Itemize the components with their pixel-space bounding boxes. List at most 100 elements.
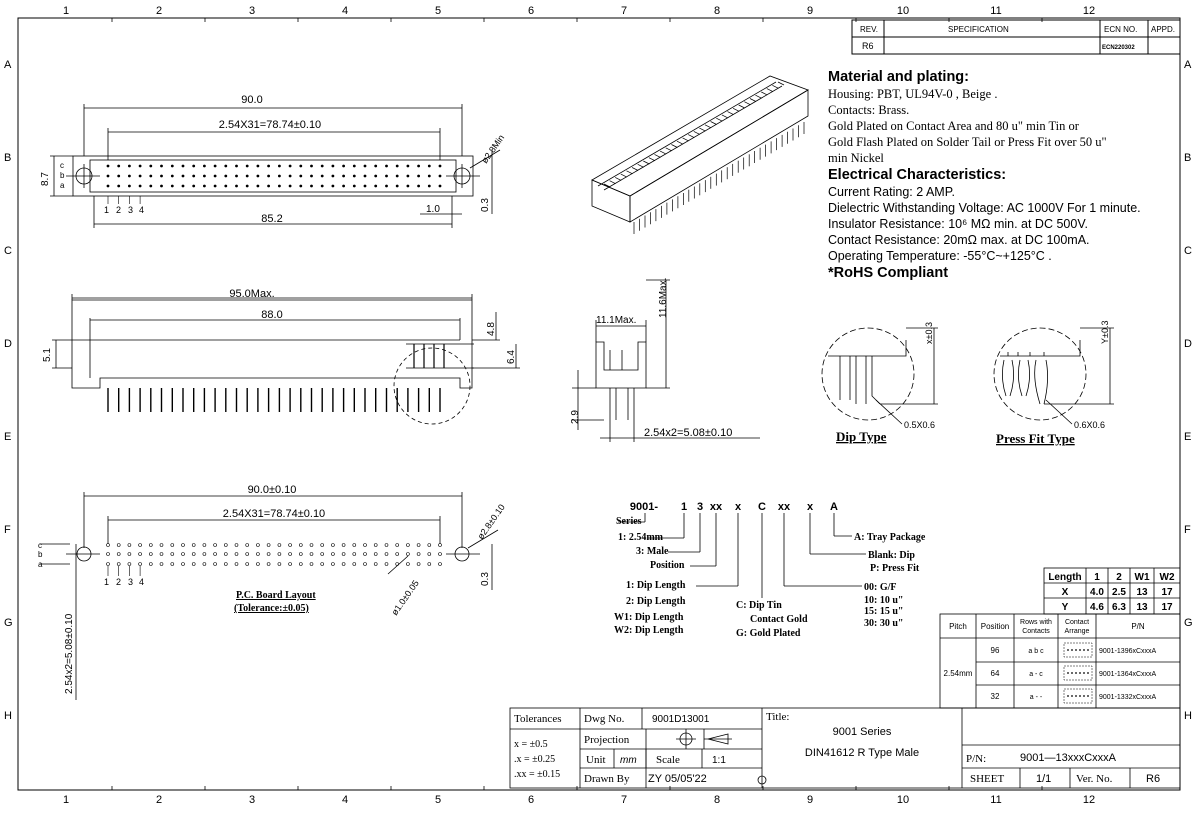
pin-dot xyxy=(288,184,292,188)
pcb-hole xyxy=(438,543,442,547)
pcb-hole xyxy=(363,543,367,547)
pcb-hole-grid xyxy=(106,543,442,576)
iso-contact xyxy=(732,107,740,112)
order-code-part: x xyxy=(735,501,742,513)
order-code-part: 3 xyxy=(697,501,703,513)
pcb-row-b: b xyxy=(38,550,43,559)
dim-end-tail: 2.9 xyxy=(570,410,581,424)
pin-dot xyxy=(181,174,185,178)
frame-col-label: 7 xyxy=(621,5,627,17)
length-cell: 2.5 xyxy=(1112,587,1126,598)
pn-rows: a b c xyxy=(1028,648,1044,655)
pcb-hole xyxy=(331,562,335,566)
iso-contact xyxy=(659,150,667,155)
frame-col-label: 10 xyxy=(897,5,909,17)
iso-contact xyxy=(744,101,751,106)
pin-dot xyxy=(385,174,388,178)
contact-dot xyxy=(1083,649,1085,651)
pcb-hole xyxy=(266,562,271,566)
length-header: 1 xyxy=(1094,572,1100,583)
dim-pcb-vertical: 2.54x2=5.08±0.10 xyxy=(64,613,75,694)
iso-contact xyxy=(637,163,644,168)
pcb-hole xyxy=(256,562,260,566)
pcb-hole xyxy=(202,543,207,547)
pn-rows: a - c xyxy=(1029,671,1043,678)
length-cell: Y xyxy=(1062,602,1069,613)
iso-contact xyxy=(710,121,717,125)
iso-contact xyxy=(609,180,616,185)
dim-top-pitch: 2.54X31=78.74±0.10 xyxy=(219,119,321,131)
iso-contact xyxy=(620,173,627,178)
pn-position: 64 xyxy=(991,669,1000,678)
pin-dot xyxy=(342,164,345,168)
title-line-2: DIN41612 R Type Male xyxy=(805,747,919,759)
pcb-hole xyxy=(395,543,400,547)
pin-dot xyxy=(395,174,399,178)
frame-col-label: 1 xyxy=(63,5,69,17)
pin-dot xyxy=(417,174,420,178)
pin-dot xyxy=(406,164,410,168)
pin-dot xyxy=(127,164,131,168)
pcb-hole xyxy=(213,562,217,566)
dip-x: x±0.3 xyxy=(924,322,934,344)
frame-row-label: A xyxy=(4,59,12,71)
side-view xyxy=(52,294,520,425)
pin-dot xyxy=(160,174,163,178)
pin-dot xyxy=(363,164,367,168)
order-code-part: xx xyxy=(778,501,791,513)
contact-dot xyxy=(1067,649,1069,651)
drawn-value: ZY 05/05'22 xyxy=(648,773,707,785)
electrical-line: Insulator Resistance: 10⁶ MΩ min. at DC … xyxy=(828,217,1088,231)
pcb-hole xyxy=(320,543,325,547)
title-label: Title: xyxy=(766,711,789,723)
pcb-hole xyxy=(298,562,303,566)
pn-table-grid xyxy=(939,613,1181,709)
contact-dot xyxy=(1087,695,1089,697)
pin-dot xyxy=(127,184,131,188)
pin-dot xyxy=(224,184,228,188)
pcb-row-c: c xyxy=(38,541,42,550)
iso-contact xyxy=(676,140,684,145)
pin-dot xyxy=(213,164,217,168)
order-plating-00: 00: G/F xyxy=(864,582,897,593)
iso-contact xyxy=(755,94,762,99)
ver-value: R6 xyxy=(1146,773,1160,785)
pcb-hole xyxy=(298,552,303,556)
pcb-hole xyxy=(331,552,335,556)
order-plating-30: 30: 30 u" xyxy=(864,618,903,629)
length-header: W1 xyxy=(1135,572,1150,583)
pin-dot xyxy=(374,174,378,178)
order-dip1: 1: Dip Length xyxy=(626,580,686,591)
contact-dot xyxy=(1075,695,1077,697)
pcb-hole xyxy=(149,552,153,556)
contact-dot xyxy=(1087,672,1089,674)
order-blank: Blank: Dip xyxy=(868,550,915,561)
pin-dot xyxy=(106,174,110,178)
pin-dot xyxy=(192,184,196,188)
pcb-hole xyxy=(320,552,325,556)
pin-dot xyxy=(192,174,196,178)
pin-dot xyxy=(299,174,303,178)
pcb-pin-3: 3 xyxy=(128,577,133,587)
pin-label-1: 1 xyxy=(104,205,109,215)
pcb-hole xyxy=(416,552,421,556)
dim-top-overall: 90.0 xyxy=(241,94,262,106)
dim-top-hole: ø2.8Min xyxy=(479,133,506,165)
frame-col-label: 12 xyxy=(1083,794,1095,806)
frame-col-label: 1 xyxy=(63,794,69,806)
pin-dot xyxy=(160,184,163,188)
pcb-row-a: a xyxy=(38,560,43,569)
material-line: Gold Flash Plated on Solder Tail or Pres… xyxy=(828,135,1107,149)
pcb-hole xyxy=(352,562,357,566)
order-plating-15: 15: 15 u" xyxy=(864,606,903,617)
pcb-hole xyxy=(234,562,239,566)
pcb-hole xyxy=(288,562,292,566)
contact-dot xyxy=(1079,649,1081,651)
pin-dot xyxy=(235,174,238,178)
pcb-hole xyxy=(191,543,196,547)
pin-dot xyxy=(374,184,378,188)
dip-detail xyxy=(821,327,938,425)
